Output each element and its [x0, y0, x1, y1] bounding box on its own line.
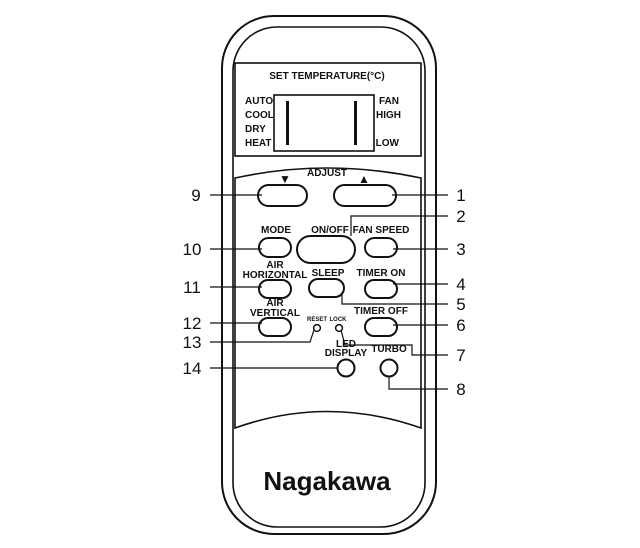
- fan-low-label: LOW: [376, 138, 400, 149]
- air-vertical-button[interactable]: [258, 317, 292, 337]
- sleep-button-label: SLEEP: [312, 268, 345, 279]
- mode-cool-label: COOL: [245, 110, 274, 121]
- mode-button-label: MODE: [261, 225, 291, 236]
- brand-logo: Nagakawa: [263, 466, 391, 496]
- timer-off-button-label: TIMER OFF: [354, 306, 408, 317]
- air-horizontal-label-line2: HORIZONTAL: [243, 270, 308, 281]
- leader-7: [340, 329, 448, 356]
- timer-on-button[interactable]: [364, 279, 398, 299]
- callout-7: 7: [456, 346, 465, 365]
- temperature-down-button[interactable]: [257, 184, 308, 207]
- on-off-button[interactable]: [296, 235, 356, 264]
- callout-2: 2: [456, 207, 465, 226]
- reset-label: RESET: [307, 317, 327, 323]
- air-horizontal-label-line1: AIR: [266, 260, 284, 271]
- fan-label: FAN: [379, 96, 399, 107]
- air-vertical-label-line2: VERTICAL: [250, 308, 300, 319]
- turbo-button-label: TURBO: [371, 344, 407, 355]
- up-arrow-icon: ▲: [358, 172, 370, 186]
- callout-14: 14: [183, 359, 202, 378]
- lock-label: LOCK: [330, 317, 348, 323]
- mode-dry-label: DRY: [245, 124, 266, 135]
- lock-button[interactable]: [334, 323, 344, 333]
- air-horizontal-button[interactable]: [258, 279, 292, 299]
- callout-3: 3: [456, 240, 465, 259]
- callout-1: 1: [456, 186, 465, 205]
- callout-11: 11: [183, 278, 201, 297]
- adjust-label: ADJUST: [307, 168, 347, 179]
- fan-speed-button-label: FAN SPEED: [353, 225, 410, 236]
- callout-8: 8: [456, 380, 465, 399]
- callout-4: 4: [456, 275, 465, 294]
- timer-off-button[interactable]: [364, 317, 398, 337]
- readout-segment-left: [286, 101, 289, 145]
- mode-auto-label: AUTO: [245, 96, 273, 107]
- on-off-button-label: ON/OFF: [311, 225, 349, 236]
- leader-5: [341, 292, 448, 305]
- air-vertical-label-line1: AIR: [266, 298, 284, 309]
- leader-13: [210, 329, 315, 343]
- readout-segment-right: [354, 101, 357, 145]
- reset-button[interactable]: [312, 323, 322, 333]
- timer-on-button-label: TIMER ON: [357, 268, 406, 279]
- led-display-label-line2: DISPLAY: [325, 348, 368, 359]
- led-display-button[interactable]: [336, 358, 356, 378]
- callout-6: 6: [456, 316, 465, 335]
- temperature-readout: [273, 94, 375, 152]
- leader-2: [350, 215, 448, 236]
- display-title: SET TEMPERATURE(°C): [269, 71, 384, 82]
- sleep-button[interactable]: [308, 278, 345, 298]
- leader-8: [388, 376, 448, 390]
- callout-9: 9: [191, 186, 200, 205]
- fan-speed-button[interactable]: [364, 237, 398, 258]
- mode-heat-label: HEAT: [245, 138, 271, 149]
- callout-10: 10: [183, 240, 202, 259]
- callout-5: 5: [456, 295, 465, 314]
- mode-button[interactable]: [258, 237, 292, 258]
- turbo-button[interactable]: [379, 358, 399, 378]
- callout-13: 13: [183, 333, 202, 352]
- down-arrow-icon: ▼: [279, 172, 291, 186]
- temperature-up-button[interactable]: [333, 184, 397, 207]
- callout-12: 12: [183, 314, 202, 333]
- fan-high-label: HIGH: [376, 110, 401, 121]
